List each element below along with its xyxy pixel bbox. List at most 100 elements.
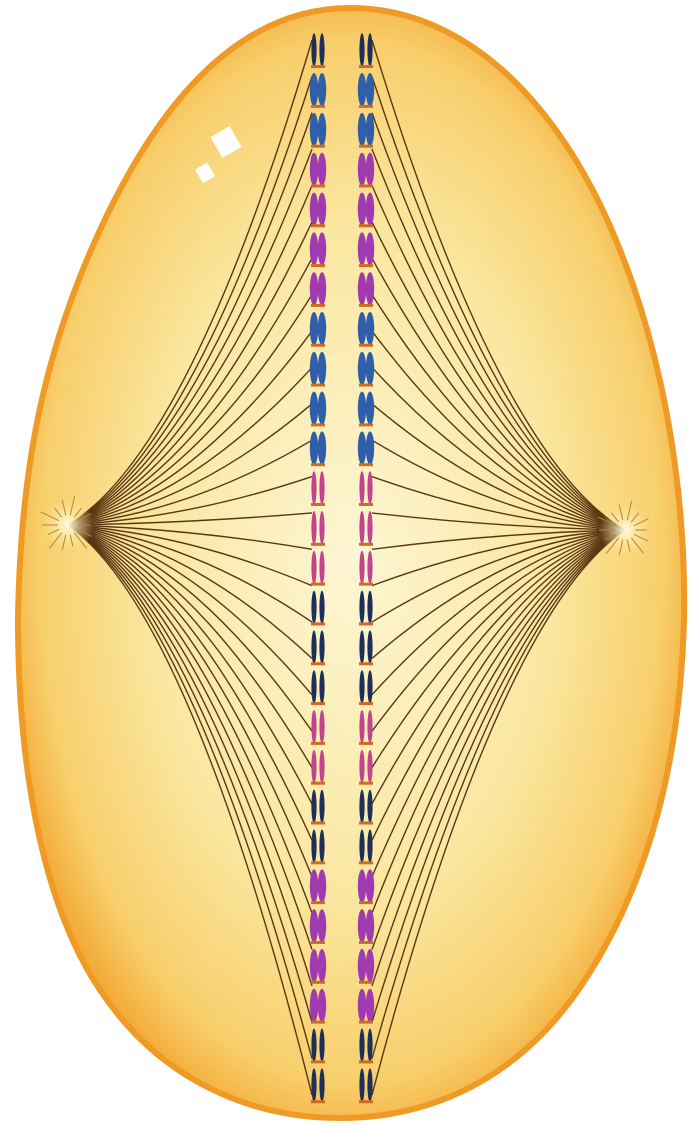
chromatid <box>310 312 318 345</box>
chromatid <box>319 829 324 862</box>
chromatid <box>318 352 326 385</box>
chromatid <box>366 192 374 225</box>
centromere <box>359 184 373 187</box>
centromere <box>359 702 373 705</box>
chromatid <box>311 1068 316 1101</box>
chromatid <box>359 1029 364 1062</box>
chromatid <box>366 113 374 146</box>
chromatid <box>359 1068 364 1101</box>
chromatid <box>311 790 316 823</box>
chromatid <box>319 630 324 663</box>
centromere <box>311 981 325 984</box>
chromatid <box>366 272 374 305</box>
chromatid <box>310 869 318 902</box>
chromatid <box>366 312 374 345</box>
chromatid <box>359 33 364 66</box>
chromatid <box>318 272 326 305</box>
centromere <box>359 1021 373 1024</box>
chromatid <box>359 630 364 663</box>
centromere <box>311 423 325 426</box>
chromatid <box>311 33 316 66</box>
centromere <box>311 742 325 745</box>
centromere <box>359 105 373 108</box>
chromatid <box>319 471 324 504</box>
chromatid <box>311 511 316 544</box>
chromatid <box>318 392 326 425</box>
chromatid <box>367 630 372 663</box>
centromere <box>359 463 373 466</box>
centromere <box>359 145 373 148</box>
centromere <box>359 344 373 347</box>
centromere <box>359 861 373 864</box>
centromere <box>311 304 325 307</box>
chromatid <box>319 33 324 66</box>
chromatid <box>311 670 316 703</box>
centromere <box>359 782 373 785</box>
centromere <box>311 583 325 586</box>
centromere <box>311 1060 325 1063</box>
chromatid <box>318 192 326 225</box>
chromatid <box>366 73 374 106</box>
chromatid <box>358 153 366 186</box>
chromatid <box>319 551 324 584</box>
chromatid <box>358 989 366 1022</box>
chromatid <box>319 670 324 703</box>
chromatid <box>366 431 374 464</box>
chromatid <box>366 949 374 982</box>
chromatid <box>318 232 326 265</box>
chromatid <box>366 352 374 385</box>
chromatid <box>319 750 324 783</box>
centromere <box>311 344 325 347</box>
centromere <box>359 901 373 904</box>
chromatid <box>359 790 364 823</box>
centromere <box>359 662 373 665</box>
chromatid <box>358 869 366 902</box>
centromere <box>311 782 325 785</box>
centromere <box>311 65 325 68</box>
chromatid <box>358 431 366 464</box>
chromatid <box>366 869 374 902</box>
centromere <box>359 384 373 387</box>
centromere <box>359 622 373 625</box>
chromatid <box>359 511 364 544</box>
centromere <box>359 742 373 745</box>
centromere <box>359 1100 373 1103</box>
chromatid <box>311 710 316 743</box>
chromatid <box>318 869 326 902</box>
centromere <box>311 861 325 864</box>
centromere <box>311 702 325 705</box>
chromatid <box>358 192 366 225</box>
chromatid <box>358 272 366 305</box>
centromere <box>359 65 373 68</box>
chromatid <box>367 790 372 823</box>
centromere <box>359 583 373 586</box>
chromatid <box>310 989 318 1022</box>
chromatid <box>358 949 366 982</box>
centromere <box>359 941 373 944</box>
chromatid <box>367 829 372 862</box>
chromatid <box>358 232 366 265</box>
chromatid <box>319 790 324 823</box>
centromere <box>311 941 325 944</box>
chromatid <box>310 272 318 305</box>
chromatid <box>310 73 318 106</box>
centromere <box>311 105 325 108</box>
chromatid <box>318 431 326 464</box>
chromatid <box>318 113 326 146</box>
centromere <box>359 543 373 546</box>
chromatid <box>310 113 318 146</box>
chromatid <box>318 949 326 982</box>
chromatid <box>310 352 318 385</box>
chromatid <box>310 909 318 942</box>
centromere <box>311 662 325 665</box>
chromatid <box>366 232 374 265</box>
chromatid <box>318 909 326 942</box>
chromatid <box>311 591 316 624</box>
chromatid <box>319 511 324 544</box>
chromatid <box>311 1029 316 1062</box>
centromere <box>311 224 325 227</box>
chromatid <box>367 511 372 544</box>
centromere <box>311 463 325 466</box>
chromatid <box>359 750 364 783</box>
